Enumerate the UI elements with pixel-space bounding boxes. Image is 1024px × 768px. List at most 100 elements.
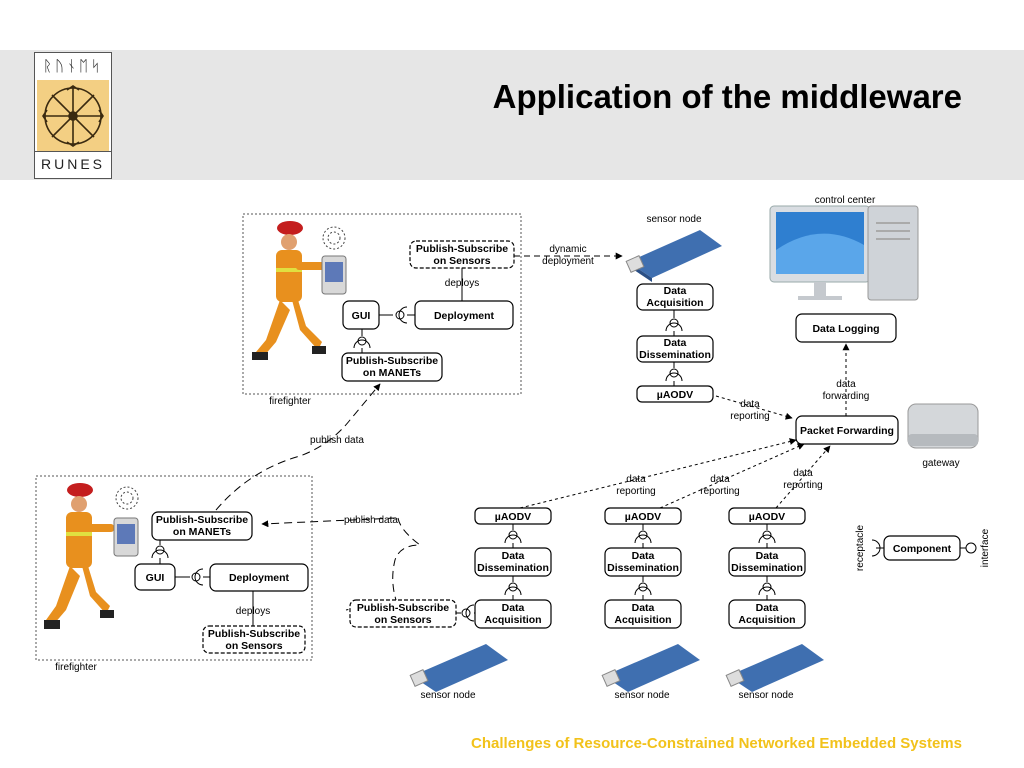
control-center-label: control center <box>815 195 876 206</box>
runes-logo: ᚱᚢᚾᛖᛋ RUNES <box>34 52 112 179</box>
uaodv-top-box <box>636 385 714 403</box>
node1-diss-line2: Dissemination <box>477 562 549 574</box>
data-dissemination-top-box <box>636 335 714 363</box>
node3-uaodv-box <box>728 507 806 525</box>
gui-bottom-box <box>134 563 176 591</box>
firefighter-label-top: firefighter <box>269 396 311 407</box>
sensor-node-board-1 <box>409 644 508 692</box>
node2-acq-line2: Acquisition <box>614 614 671 626</box>
firefighter-region-top <box>242 213 522 395</box>
sensor-node-board-2 <box>601 644 700 692</box>
ps-sensors-mid-line1: Publish-Subscribe <box>357 602 449 614</box>
deploys-top-label: deploys <box>445 278 479 289</box>
data-logging-label: Data Logging <box>812 323 879 335</box>
ps-sensors-mid-box <box>349 599 457 628</box>
ps-manets-bottom-line2: on MANETs <box>173 526 231 538</box>
firefighter-region-bottom <box>35 475 313 661</box>
node2-uaodv-box <box>604 507 682 525</box>
deployment-bottom-label: Deployment <box>229 572 290 584</box>
node1-diss-line1: Data <box>502 550 525 562</box>
dynamic-deployment-line1: dynamic <box>549 244 586 255</box>
deploys-bottom-label: deploys <box>236 606 270 617</box>
node3-uaodv-label: µAODV <box>749 511 785 523</box>
gui-top-box <box>342 300 380 330</box>
node1-acq-line2: Acquisition <box>484 614 541 626</box>
sensor-node-label-3: sensor node <box>738 690 793 701</box>
node3-dissemination-box <box>728 547 806 577</box>
ps-sensors-bottom-box <box>202 625 306 654</box>
node3-acq-line1: Data <box>756 602 779 614</box>
node2-uaodv-label: µAODV <box>625 511 661 523</box>
data-forwarding-line1: data <box>836 379 856 390</box>
data-reporting-3-line1: data <box>793 468 813 479</box>
node2-diss-line2: Dissemination <box>607 562 679 574</box>
dynamic-deployment-line2: deployment <box>542 256 594 267</box>
gui-top-label: GUI <box>352 310 371 322</box>
logo-runes-text: ᚱᚢᚾᛖᛋ <box>42 57 103 75</box>
firefighter-figure-bottom <box>44 483 139 629</box>
ps-sensors-top-line2: on Sensors <box>433 255 490 267</box>
data-reporting-2-line2: reporting <box>700 486 739 497</box>
data-reporting-1-line1: data <box>626 474 646 485</box>
ps-manets-top-line1: Publish-Subscribe <box>346 355 438 367</box>
interface-label: interface <box>980 528 991 567</box>
sensor-node-label-2: sensor node <box>614 690 669 701</box>
ps-manets-bottom-box <box>151 511 253 541</box>
gateway-label: gateway <box>922 458 959 469</box>
firefighter-label-bottom: firefighter <box>55 662 97 673</box>
receptacle-label: receptacle <box>855 524 866 571</box>
legend-component-label: Component <box>893 543 952 555</box>
uaodv-top-label: µAODV <box>657 389 693 401</box>
data-reporting-top-line1: data <box>740 399 760 410</box>
node2-acquisition-box <box>604 599 682 629</box>
data-diss-top-line1: Data <box>664 337 687 349</box>
data-diss-top-line2: Dissemination <box>639 349 711 361</box>
header-band <box>0 50 1024 180</box>
packet-forwarding-label: Packet Forwarding <box>800 425 894 437</box>
sensor-node-label-1: sensor node <box>420 690 475 701</box>
node1-uaodv-label: µAODV <box>495 511 531 523</box>
data-logging-box <box>795 313 897 343</box>
data-reporting-2-line1: data <box>710 474 730 485</box>
node1-acquisition-box <box>474 599 552 629</box>
data-reporting-1-line2: reporting <box>616 486 655 497</box>
ps-sensors-bottom-line2: on Sensors <box>225 640 282 652</box>
publish-data-label-1: publish data <box>310 435 364 446</box>
vegvisir-emblem-icon <box>37 80 109 152</box>
legend-component-box <box>883 535 961 561</box>
footer-text: Challenges of Resource-Constrained Netwo… <box>471 735 962 752</box>
deployment-bottom-box <box>209 563 309 592</box>
ps-sensors-bottom-line1: Publish-Subscribe <box>208 628 300 640</box>
node1-dissemination-box <box>474 547 552 577</box>
node3-acquisition-box <box>728 599 806 629</box>
node2-diss-line1: Data <box>632 550 655 562</box>
data-forwarding-line2: forwarding <box>823 391 870 402</box>
ps-manets-top-box <box>341 352 443 382</box>
ps-sensors-top-line1: Publish-Subscribe <box>416 243 508 255</box>
node1-uaodv-box <box>474 507 552 525</box>
node3-acq-line2: Acquisition <box>738 614 795 626</box>
data-acq-top-line2: Acquisition <box>646 297 703 309</box>
node3-diss-line2: Dissemination <box>731 562 803 574</box>
firefighter-figure-top <box>252 221 347 360</box>
node2-dissemination-box <box>604 547 682 577</box>
sensor-node-board-3 <box>725 644 824 692</box>
ps-sensors-top-box <box>409 240 515 269</box>
node3-diss-line1: Data <box>756 550 779 562</box>
ps-sensors-mid-line2: on Sensors <box>374 614 431 626</box>
publish-data-label-2: publish data <box>344 515 398 526</box>
data-reporting-3-line2: reporting <box>783 480 822 491</box>
ps-manets-bottom-line1: Publish-Subscribe <box>156 514 248 526</box>
deployment-top-box <box>414 300 514 330</box>
packet-forwarding-box <box>795 415 899 445</box>
deployment-top-label: Deployment <box>434 310 495 322</box>
logo-runes-label: RUNES <box>35 151 111 176</box>
sensor-node-board-top <box>625 230 722 282</box>
data-reporting-top-line2: reporting <box>730 411 769 422</box>
control-center-computer-icon <box>769 205 919 301</box>
node1-acq-line1: Data <box>502 602 525 614</box>
sensor-node-label-top: sensor node <box>646 214 701 225</box>
gui-bottom-label: GUI <box>146 572 165 584</box>
data-acquisition-top-box <box>636 283 714 311</box>
